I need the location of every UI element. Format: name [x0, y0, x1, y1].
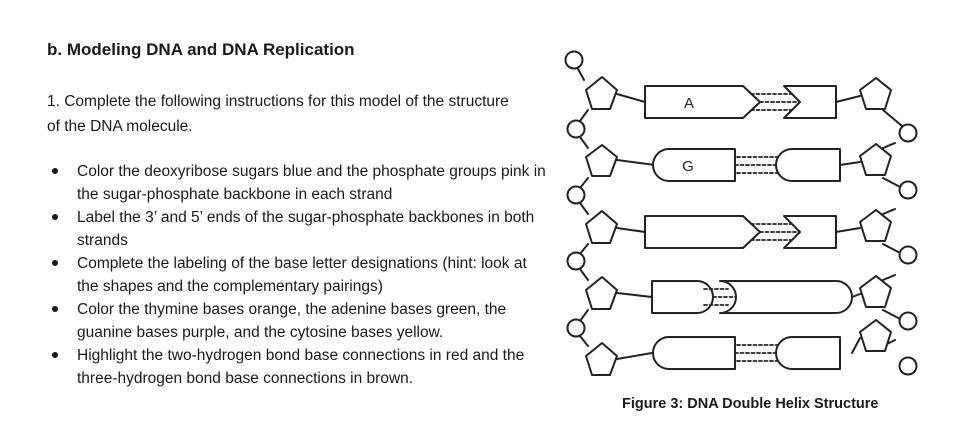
- deoxyribose-pentagon: [859, 77, 892, 110]
- right-backbone: [835, 77, 918, 376]
- deoxyribose-pentagon: [585, 76, 618, 110]
- base-shape-right: [783, 215, 837, 249]
- base-pair-4: [651, 280, 853, 314]
- sugar-base-connector: [616, 93, 656, 360]
- deoxyribose-pentagon: [585, 276, 618, 310]
- deoxyribose-pentagon: [859, 319, 892, 352]
- dna-double-helix-diagram: A G: [555, 30, 955, 390]
- list-item: Highlight the two-hydrogen bond base con…: [47, 344, 547, 390]
- base-shape-right: [783, 85, 837, 119]
- bullet-dot-icon: [52, 306, 58, 312]
- list-item: Complete the labeling of the base letter…: [47, 252, 547, 298]
- base-shape-left: [652, 148, 736, 182]
- bullet-text: Complete the labeling of the base letter…: [77, 255, 527, 295]
- base-shape-left: [644, 85, 761, 119]
- phosphate-circle: [898, 245, 918, 265]
- bullet-dot-icon: [52, 168, 58, 174]
- phosphate-circle: [564, 50, 584, 70]
- base-pair-5: [652, 336, 841, 370]
- list-item: Color the deoxyribose sugars blue and th…: [47, 160, 547, 206]
- left-backbone: [564, 50, 656, 376]
- hydrogen-bond-lines: [750, 223, 801, 241]
- base-shape-left: [651, 280, 714, 314]
- base-pair-2: [652, 148, 841, 182]
- sugar-base-connector: [835, 95, 861, 354]
- section-title: b. Modeling DNA and DNA Replication: [47, 40, 355, 59]
- deoxyribose-pentagon: [585, 342, 618, 376]
- base-shape-left: [652, 336, 736, 370]
- bullet-dot-icon: [52, 352, 58, 358]
- phosphate-circle: [566, 119, 586, 139]
- hydrogen-bond-lines: [734, 156, 782, 174]
- figure-caption: Figure 3: DNA Double Helix Structure: [622, 396, 879, 412]
- bullet-text: Label the 3’ and 5’ ends of the sugar-ph…: [77, 209, 535, 249]
- bullet-text: Highlight the two-hydrogen bond base con…: [77, 347, 525, 387]
- deoxyribose-pentagon: [585, 210, 618, 244]
- phosphate-circle: [898, 180, 918, 200]
- bullet-text: Color the thymine bases orange, the aden…: [77, 301, 507, 341]
- hydrogen-bond-lines: [734, 344, 782, 362]
- bullet-text: Color the deoxyribose sugars blue and th…: [77, 163, 546, 203]
- deoxyribose-pentagon: [859, 209, 892, 242]
- phosphate-circle: [898, 356, 918, 376]
- deoxyribose-pentagon: [585, 144, 618, 177]
- base-pair-3: [644, 215, 837, 249]
- bullet-dot-icon: [52, 260, 58, 266]
- base-shape-right: [719, 280, 853, 314]
- backbone-connector: [576, 66, 589, 347]
- phosphate-circle: [898, 311, 918, 331]
- instruction-bullet-list: Color the deoxyribose sugars blue and th…: [47, 160, 547, 390]
- phosphate-circle: [566, 185, 586, 205]
- list-item: Color the thymine bases orange, the aden…: [47, 298, 547, 344]
- base-shape-right: [775, 148, 841, 182]
- bullet-dot-icon: [52, 214, 58, 220]
- hydrogen-bond-lines: [703, 288, 737, 306]
- instruction-text: 1. Complete the following instructions f…: [47, 93, 509, 135]
- hydrogen-bond-lines: [750, 93, 801, 111]
- list-item: Label the 3’ and 5’ ends of the sugar-ph…: [47, 206, 547, 252]
- base-label-g: G: [682, 158, 694, 175]
- base-pair-1: [644, 85, 837, 119]
- base-label-a: A: [684, 95, 694, 112]
- deoxyribose-pentagon: [859, 275, 892, 308]
- backbone-connector: [882, 109, 903, 347]
- phosphate-circle: [898, 123, 918, 143]
- phosphate-circle: [566, 251, 586, 271]
- phosphate-circle: [566, 318, 586, 338]
- base-shape-left: [644, 215, 761, 249]
- deoxyribose-pentagon: [859, 143, 892, 176]
- base-shape-right: [775, 336, 841, 370]
